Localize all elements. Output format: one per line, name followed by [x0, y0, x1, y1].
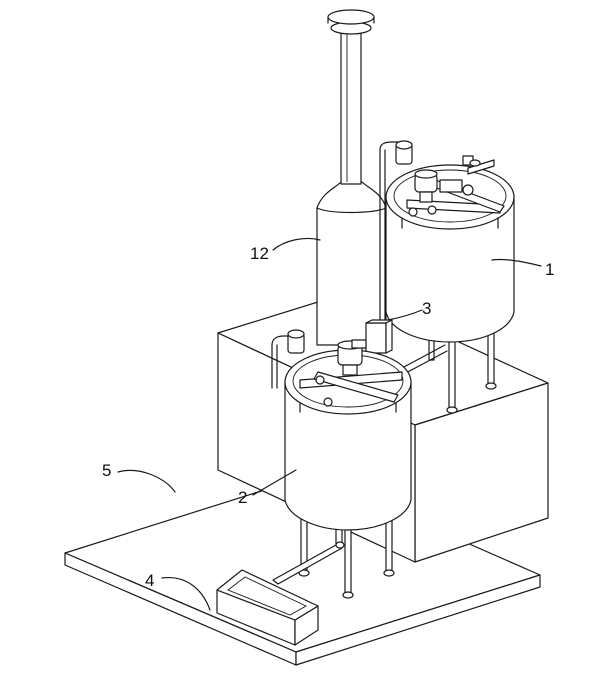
- tank-1: [385, 155, 515, 343]
- callout-labels: 1 2 3 4 5 12: [102, 244, 554, 590]
- leader-lines: [117, 237, 542, 611]
- label-part-12: 12: [250, 244, 269, 263]
- tank-2: [271, 329, 412, 531]
- label-part-3: 3: [422, 299, 431, 318]
- label-part-5: 5: [102, 461, 111, 480]
- label-tank-1: 1: [545, 260, 554, 279]
- connecting-pipe: [379, 140, 413, 331]
- exhaust-tower: [316, 9, 387, 346]
- collection-trough: [216, 569, 319, 646]
- label-part-4: 4: [145, 571, 154, 590]
- label-tank-2: 2: [238, 488, 247, 507]
